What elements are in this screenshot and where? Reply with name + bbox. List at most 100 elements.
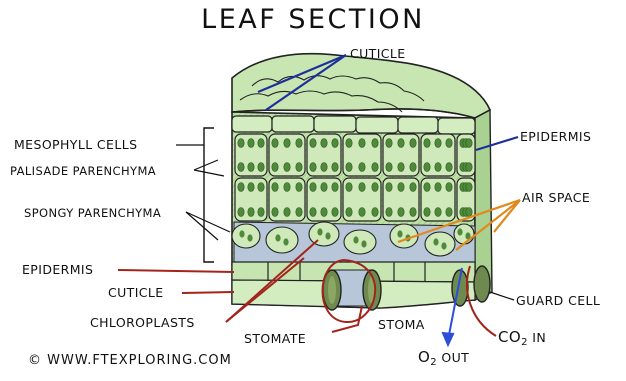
palisade-cell <box>343 134 381 176</box>
chloroplast <box>310 163 316 172</box>
chloroplast <box>332 139 338 148</box>
chloroplast <box>272 208 278 217</box>
palisade-cell <box>457 178 475 221</box>
chloroplast <box>248 163 254 172</box>
chloroplast <box>238 163 244 172</box>
co2-subscript: 2 <box>521 337 528 348</box>
spongy-cell <box>425 232 455 256</box>
chloroplast <box>238 183 244 192</box>
chloroplast <box>332 163 338 172</box>
chloroplast <box>410 163 416 172</box>
chloroplast <box>284 208 290 217</box>
chloroplast <box>272 139 278 148</box>
chloroplast <box>310 183 316 192</box>
chloroplast <box>321 208 327 217</box>
co2-suffix: IN <box>528 330 546 345</box>
chloroplast <box>410 208 416 217</box>
chloroplast <box>359 163 365 172</box>
chloroplast <box>410 183 416 192</box>
label-palisade-parenchyma: PALISADE PARENCHYMA <box>10 164 156 178</box>
chloroplast <box>296 208 302 217</box>
chloroplast <box>346 139 352 148</box>
chloroplast <box>258 183 264 192</box>
chloroplast <box>284 183 290 192</box>
chloroplast <box>424 208 430 217</box>
label-cuticle-bottom: CUTICLE <box>108 286 164 300</box>
label-cuticle-top: CUTICLE <box>350 47 406 61</box>
palisade-cell <box>307 134 341 176</box>
chloroplast <box>398 139 404 148</box>
chloroplast <box>398 163 404 172</box>
chloroplast <box>272 183 278 192</box>
chloroplast <box>321 139 327 148</box>
spongy-cell <box>454 224 474 244</box>
label-guard-cell: GUARD CELL <box>516 294 600 308</box>
chloroplast <box>238 208 244 217</box>
palisade-cell <box>235 178 267 221</box>
chloroplast <box>424 139 430 148</box>
chloroplast <box>466 208 472 217</box>
chloroplast <box>446 183 452 192</box>
label-o2-out: O2 OUT <box>418 350 469 370</box>
chloroplast <box>372 139 378 148</box>
palisade-cell <box>421 134 455 176</box>
palisade-cell <box>235 134 267 176</box>
label-epidermis-left: EPIDERMIS <box>22 263 93 277</box>
label-spongy-parenchyma: SPONGY PARENCHYMA <box>24 206 161 220</box>
chloroplast <box>386 183 392 192</box>
chloroplast <box>332 183 338 192</box>
palisade-cell <box>383 178 419 221</box>
label-chloroplasts: CHLOROPLASTS <box>90 316 195 330</box>
palisade-cell <box>421 178 455 221</box>
chloroplast <box>424 163 430 172</box>
o2-main-text: O <box>418 348 430 366</box>
chloroplast <box>359 139 365 148</box>
label-epidermis-right: EPIDERMIS <box>520 130 591 144</box>
palisade-cell <box>457 134 475 176</box>
palisade-cell <box>269 178 305 221</box>
chloroplast <box>296 163 302 172</box>
chloroplast <box>372 183 378 192</box>
chloroplast <box>424 183 430 192</box>
chloroplast <box>435 183 441 192</box>
chloroplast <box>466 183 472 192</box>
chloroplast <box>466 163 472 172</box>
chloroplast <box>359 208 365 217</box>
chloroplast <box>372 163 378 172</box>
chloroplast <box>359 183 365 192</box>
label-stomate: STOMATE <box>244 332 306 346</box>
chloroplast <box>258 139 264 148</box>
chloroplast <box>310 208 316 217</box>
chloroplast <box>296 183 302 192</box>
chloroplast <box>398 183 404 192</box>
chloroplast <box>435 208 441 217</box>
chloroplast <box>258 163 264 172</box>
chloroplast <box>310 139 316 148</box>
chloroplast <box>321 183 327 192</box>
label-co2-in: CO2 IN <box>498 330 546 350</box>
chloroplast <box>372 208 378 217</box>
chloroplast <box>296 139 302 148</box>
label-mesophyll-cells: MESOPHYLL CELLS <box>14 138 137 152</box>
chloroplast <box>346 183 352 192</box>
chloroplast <box>346 208 352 217</box>
co2-main-text: CO <box>498 328 521 346</box>
palisade-cell <box>343 178 381 221</box>
chloroplast <box>284 139 290 148</box>
chloroplast <box>446 208 452 217</box>
spongy-cell <box>344 230 376 254</box>
spongy-cell <box>266 227 298 253</box>
chloroplast <box>238 139 244 148</box>
chloroplast <box>346 163 352 172</box>
chloroplast <box>398 208 404 217</box>
spongy-cell <box>232 224 260 248</box>
chloroplast <box>386 208 392 217</box>
chloroplast <box>272 163 278 172</box>
copyright-text: © WWW.FTEXPLORING.COM <box>28 354 232 368</box>
chloroplast <box>321 163 327 172</box>
chloroplast <box>435 139 441 148</box>
chloroplast <box>248 139 254 148</box>
palisade-cell <box>269 134 305 176</box>
palisade-cell <box>383 134 419 176</box>
chloroplast <box>435 163 441 172</box>
